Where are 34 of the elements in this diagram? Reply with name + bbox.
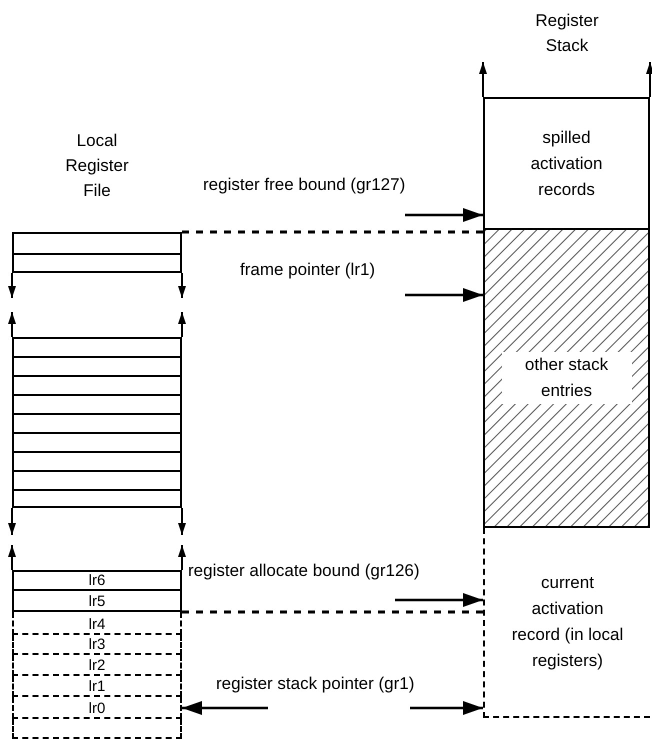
pointer-label: register allocate bound (gr126)	[188, 560, 420, 582]
column-heading: Local Register File	[64, 130, 130, 202]
dashed-line	[182, 230, 483, 234]
register-row	[12, 570, 182, 591]
register-name: lr1	[88, 679, 106, 694]
hatched-stack-region	[483, 230, 650, 528]
register-row	[12, 655, 182, 676]
register-row	[12, 635, 182, 655]
register-row	[12, 591, 182, 612]
region-label: other stack entries	[502, 352, 632, 404]
register-row	[12, 697, 182, 719]
column-heading: Register Stack	[534, 10, 600, 57]
pointer-arrow	[410, 701, 483, 715]
pointer-arrow	[395, 593, 483, 607]
register-name: lr6	[88, 573, 106, 588]
pointer-label: frame pointer (lr1)	[240, 259, 376, 281]
register-block	[12, 232, 182, 273]
register-name: lr0	[88, 701, 106, 716]
register-name: lr2	[88, 658, 106, 673]
stack-region	[483, 528, 650, 718]
dashed-line	[182, 610, 483, 614]
pointer-label: register stack pointer (gr1)	[216, 673, 414, 695]
register-block	[12, 337, 182, 508]
register-name: lr3	[88, 637, 106, 652]
register-name: lr5	[88, 594, 106, 609]
pointer-arrow	[182, 701, 268, 715]
pointer-label: register free bound (gr127)	[203, 174, 406, 196]
register-row	[12, 719, 182, 739]
register-name: lr4	[88, 617, 106, 632]
pointer-arrow	[405, 208, 483, 222]
register-row	[12, 676, 182, 697]
register-row	[12, 612, 182, 635]
pointer-arrow	[405, 288, 483, 302]
stack-region	[483, 97, 650, 230]
